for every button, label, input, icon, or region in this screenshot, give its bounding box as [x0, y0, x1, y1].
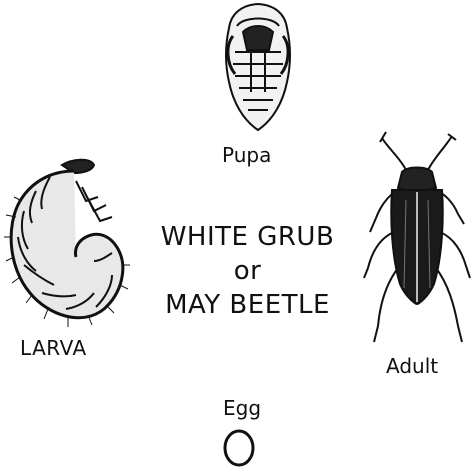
larva-illustration: [2, 157, 132, 337]
diagram-title-line3: MAY BEETLE: [140, 292, 355, 318]
egg-illustration: [219, 428, 259, 468]
diagram-title-line2: or: [140, 258, 355, 284]
adult-beetle-illustration: [362, 128, 472, 358]
pupa-illustration: [213, 2, 303, 132]
pupa-label: Pupa: [222, 145, 271, 165]
egg-label: Egg: [223, 398, 261, 418]
larva-label: LARVA: [20, 338, 87, 358]
diagram-title-line1: WHITE GRUB: [140, 224, 355, 250]
adult-label: Adult: [386, 356, 438, 376]
